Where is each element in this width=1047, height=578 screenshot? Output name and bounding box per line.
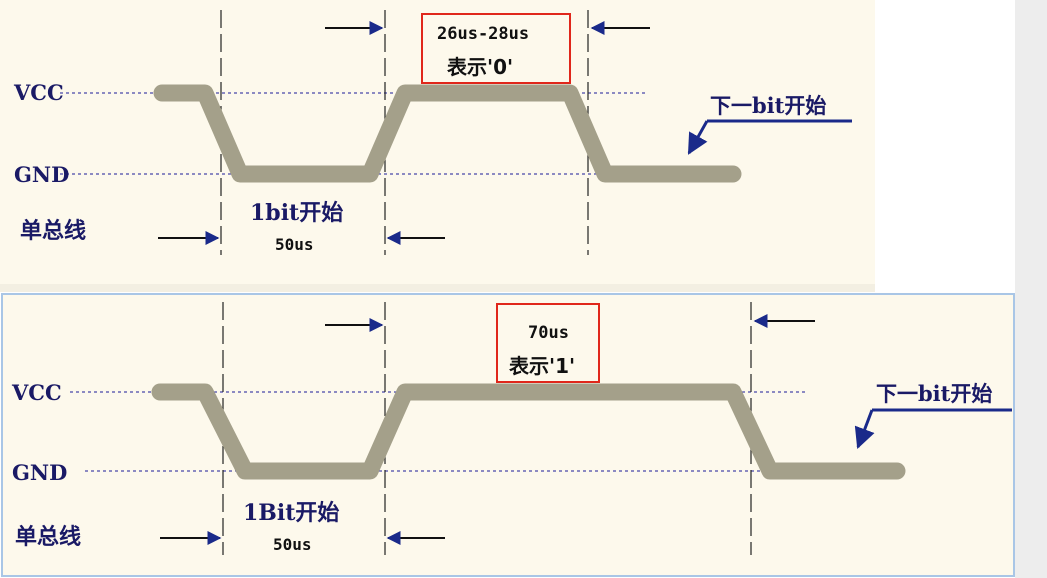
bus-label: 单总线	[20, 218, 86, 244]
bit-meaning-label: 表示'0'	[447, 55, 513, 79]
panel-bit-zero-bottom-strip	[0, 284, 875, 292]
bit-start-label: 1Bit开始	[243, 500, 339, 526]
highlight-box	[496, 303, 600, 383]
highlight-box	[421, 13, 571, 84]
gnd-label: GND	[14, 162, 69, 187]
bus-label: 单总线	[15, 524, 81, 550]
vcc-label: VCC	[11, 380, 62, 405]
signal-waveform	[151, 383, 906, 480]
low-duration-label: 50us	[273, 535, 312, 554]
right-sidebar	[1015, 0, 1047, 578]
signal-waveform	[153, 84, 742, 183]
gnd-label: GND	[12, 460, 67, 485]
bit-meaning-label: 表示'1'	[509, 354, 575, 378]
next-bit-pointer	[687, 120, 709, 155]
panel-bit-zero-background	[0, 0, 875, 292]
vcc-label: VCC	[13, 80, 64, 105]
high-duration-label: 26us-28us	[437, 24, 529, 44]
next-bit-label: 下一bit开始	[876, 381, 992, 406]
panel-bit-one-background	[1, 293, 1015, 577]
high-duration-label: 70us	[528, 323, 569, 343]
next-bit-pointer	[854, 409, 875, 449]
next-bit-label: 下一bit开始	[710, 93, 826, 118]
bit-start-label: 1bit开始	[250, 200, 343, 226]
panel-bit-one: VCC GND 单总线 1Bit开始 50us 70us 表示'1' 下一bit…	[1, 293, 1015, 577]
panel-bit-zero: VCC GND 单总线 1bit开始 50us 26us-28us 表示'0' …	[0, 0, 875, 292]
low-duration-label: 50us	[275, 235, 314, 254]
